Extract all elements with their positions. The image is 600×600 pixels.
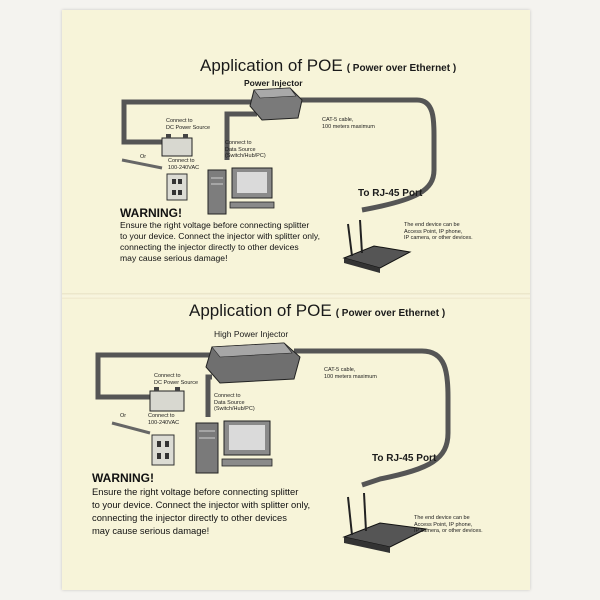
paper-fold [62, 293, 530, 299]
or-label: Or [120, 413, 127, 419]
data-cable [205, 374, 212, 417]
warning-line: Ensure the right voltage before connecti… [120, 220, 310, 230]
title-subtitle: ( Power over Ethernet ) [335, 308, 446, 319]
wall-outlet-icon [151, 434, 175, 466]
warning-line: to your device. Connect the injector wit… [120, 231, 320, 241]
rj45-port-label: To RJ-45 Port [372, 453, 437, 464]
data-source-label: Connect to Data Source (Switch/Hub/PC) [225, 140, 266, 159]
warning-line: connecting the injector directly to othe… [92, 512, 287, 523]
diagram-title: Application of POE( Power over Ethernet … [189, 301, 445, 321]
access-point-router-icon [342, 219, 412, 273]
title-main: Application of POE [200, 56, 343, 75]
data-cable [224, 111, 257, 160]
end-device-label: The end device can be Access Point, IP p… [404, 222, 473, 241]
warning-line: may cause serious damage! [120, 253, 228, 263]
warning-block: WARNING! Ensure the right voltage before… [92, 471, 310, 537]
warning-line: connecting the injector directly to othe… [120, 242, 299, 252]
data-source-label: Connect to Data Source (Switch/Hub/PC) [214, 393, 255, 412]
ac-source-label: Connect to 100-240VAC [148, 413, 180, 426]
warning-line: Ensure the right voltage before connecti… [92, 486, 299, 497]
ac-power-cord [121, 158, 163, 170]
access-point-router-icon [342, 492, 428, 553]
diagram-drawing-bottom [95, 342, 451, 553]
pc-tower-icon [207, 169, 227, 215]
ac-power-cord [111, 421, 151, 435]
cable-label: CAT-5 cable, 100 meters maximum [322, 117, 375, 130]
warning-title: WARNING! [120, 206, 182, 220]
high-power-injector-device [205, 342, 301, 384]
cat5-cable [294, 348, 451, 488]
diagram-title: Application of POE( Power over Ethernet … [200, 56, 456, 76]
cat5-cable [295, 97, 437, 213]
dc-source-label: Connect to DC Power Source [154, 373, 199, 386]
monitor-icon [229, 167, 275, 209]
or-label: Or [140, 154, 147, 160]
warning-block: WARNING! Ensure the right voltage before… [120, 206, 320, 264]
cable-label: CAT-5 cable, 100 meters maximum [324, 367, 377, 380]
manual-sheet: Application of POE( Power over Ethernet … [62, 10, 530, 590]
warning-title: WARNING! [92, 471, 154, 485]
ac-source-label: Connect to 100-240VAC [168, 158, 200, 171]
title-main: Application of POE [189, 301, 332, 320]
dc-source-label: Connect to DC Power Source [166, 118, 211, 131]
wall-outlet-icon [166, 173, 188, 201]
power-injector-device [249, 87, 303, 121]
pc-tower-icon [195, 422, 219, 474]
poe-diagram-top: Application of POE( Power over Ethernet … [62, 10, 530, 300]
injector-label: High Power Injector [214, 329, 289, 339]
warning-line: to your device. Connect the injector wit… [92, 499, 311, 510]
dc-power-cable [121, 99, 257, 145]
diagram-drawing-top [121, 87, 437, 273]
dc-power-cable [95, 352, 212, 400]
title-subtitle: ( Power over Ethernet ) [346, 63, 457, 74]
dc-battery-icon [149, 387, 185, 412]
injector-label: Power Injector [244, 78, 303, 88]
end-device-label: The end device can be Access Point, IP p… [414, 515, 483, 534]
monitor-icon [221, 420, 273, 467]
warning-line: may cause serious damage! [92, 525, 210, 536]
dc-battery-icon [161, 134, 193, 157]
rj45-port-label: To RJ-45 Port [358, 188, 423, 199]
poe-diagram-bottom: Application of POE( Power over Ethernet … [62, 293, 530, 583]
